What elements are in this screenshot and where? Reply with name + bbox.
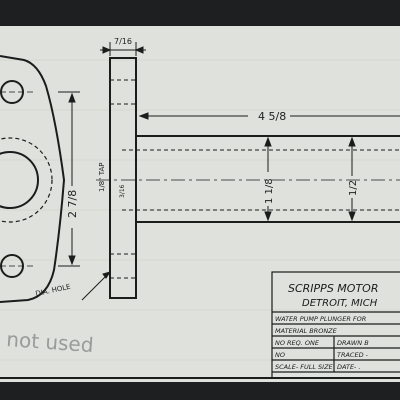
material: MATERIAL BRONZE bbox=[275, 327, 338, 335]
plunger-diameter-label: 1 1/8 bbox=[264, 178, 275, 204]
tap-note: 1/8" TAP bbox=[98, 163, 106, 192]
number-required: NO REQ. ONE bbox=[275, 339, 320, 347]
flange-hidden-lines bbox=[110, 79, 136, 279]
outer-diameter-label: 1/2 bbox=[348, 180, 359, 196]
date: DATE- . bbox=[337, 363, 361, 371]
company-city: DETROIT, MICH bbox=[302, 298, 378, 309]
flange-thickness-dimension bbox=[100, 42, 146, 56]
overall-length-label: 4 5/8 bbox=[258, 110, 286, 123]
flange-side-view bbox=[109, 57, 137, 299]
shaft-bore-hidden-lines bbox=[136, 149, 400, 211]
plunger-shaft bbox=[136, 135, 400, 223]
scale: SCALE- FULL SIZE bbox=[275, 363, 334, 371]
flange-center-lines bbox=[0, 91, 34, 267]
overall-length-dimension bbox=[138, 112, 400, 120]
hole-leader bbox=[81, 271, 112, 301]
flange-thickness-label: 7/16 bbox=[114, 37, 132, 46]
traced-by: TRACED - bbox=[337, 351, 369, 359]
paper bbox=[0, 26, 400, 382]
plunger-diameter-dimension bbox=[264, 136, 272, 222]
company-name: SCRIPPS MOTOR bbox=[288, 282, 378, 295]
part-name: WATER PUMP PLUNGER FOR bbox=[275, 315, 366, 323]
title-block-frame bbox=[271, 271, 400, 379]
paper-grid bbox=[0, 59, 400, 361]
flange-height-label: 2 7/8 bbox=[66, 190, 79, 218]
drawn-by: DRAWN B bbox=[337, 339, 369, 347]
drawing-number: NO bbox=[275, 351, 285, 359]
flange-height-dimension bbox=[58, 91, 80, 267]
outer-diameter-dimension bbox=[348, 136, 356, 222]
small-dimension-label: 3/16 bbox=[119, 184, 126, 198]
